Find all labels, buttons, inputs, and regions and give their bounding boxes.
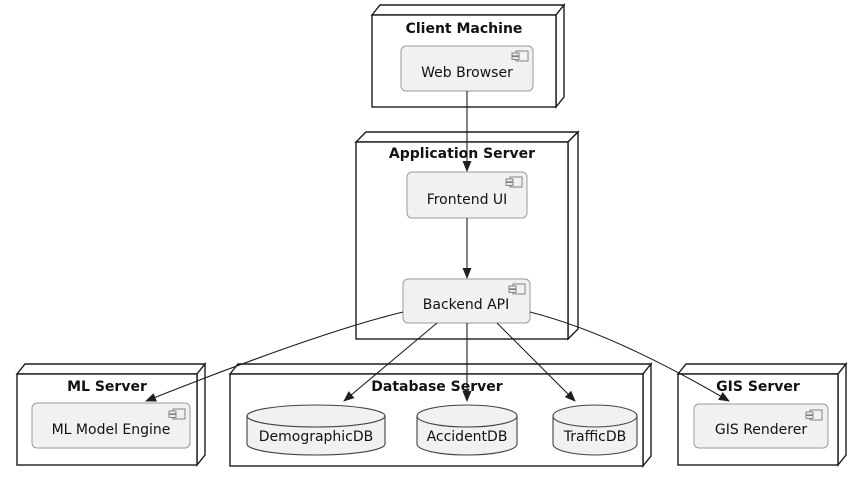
component-ml-model-engine: ML Model Engine — [31, 402, 191, 449]
component-icon — [511, 50, 529, 62]
component-backend-api: Backend API — [402, 278, 531, 324]
node-database-server: Database Server DemographicDB AccidentDB… — [228, 362, 653, 468]
edge-backendapi-to-mlmodelengine — [145, 311, 404, 402]
database-label-trafficdb: TrafficDB — [563, 429, 626, 445]
database-top — [246, 404, 386, 428]
database-top — [552, 404, 638, 428]
component-icon — [505, 176, 523, 188]
component-label-backend-api: Backend API — [423, 297, 509, 313]
component-label-web-browser: Web Browser — [421, 65, 513, 81]
node-client-machine: Client Machine Web Browser — [370, 3, 566, 109]
component-icon — [805, 409, 823, 421]
node-top-face — [676, 363, 848, 375]
database-trafficdb: TrafficDB — [552, 404, 638, 456]
node-side-face — [837, 362, 847, 467]
node-side-face — [567, 130, 579, 341]
component-web-browser: Web Browser — [400, 45, 534, 92]
node-gis-server: GIS Server GIS Renderer — [676, 362, 848, 467]
edge-backendapi-to-gisrenderer — [529, 311, 730, 402]
component-label-ml-model-engine: ML Model Engine — [52, 422, 171, 438]
node-top-face — [370, 4, 566, 16]
database-accidentdb: AccidentDB — [416, 404, 518, 456]
component-gis-renderer: GIS Renderer — [693, 403, 829, 449]
node-ml-server: ML Server ML Model Engine — [15, 362, 207, 467]
database-demographicdb: DemographicDB — [246, 404, 386, 456]
edge-backendapi-to-demographicdb — [343, 322, 438, 402]
database-top — [416, 404, 518, 428]
component-label-frontend-ui: Frontend UI — [427, 192, 508, 208]
component-label-gis-renderer: GIS Renderer — [715, 422, 807, 438]
node-title-database-server: Database Server — [371, 379, 502, 395]
node-side-face — [555, 3, 565, 109]
component-frontend-ui: Frontend UI — [406, 171, 528, 219]
component-box — [693, 403, 829, 449]
node-title-client-machine: Client Machine — [406, 21, 523, 37]
node-top-face — [228, 363, 653, 375]
database-label-accidentdb: AccidentDB — [427, 429, 508, 445]
node-title-gis-server: GIS Server — [716, 379, 800, 395]
database-label-demographicdb: DemographicDB — [259, 429, 374, 445]
edges — [145, 91, 730, 402]
component-box — [31, 402, 191, 449]
component-icon — [508, 283, 526, 295]
component-icon — [168, 408, 186, 420]
node-title-application-server: Application Server — [389, 146, 535, 162]
node-title-ml-server: ML Server — [67, 379, 147, 395]
edge-backendapi-to-trafficdb — [496, 322, 576, 402]
node-top-face — [15, 363, 207, 375]
node-side-face — [642, 362, 652, 468]
